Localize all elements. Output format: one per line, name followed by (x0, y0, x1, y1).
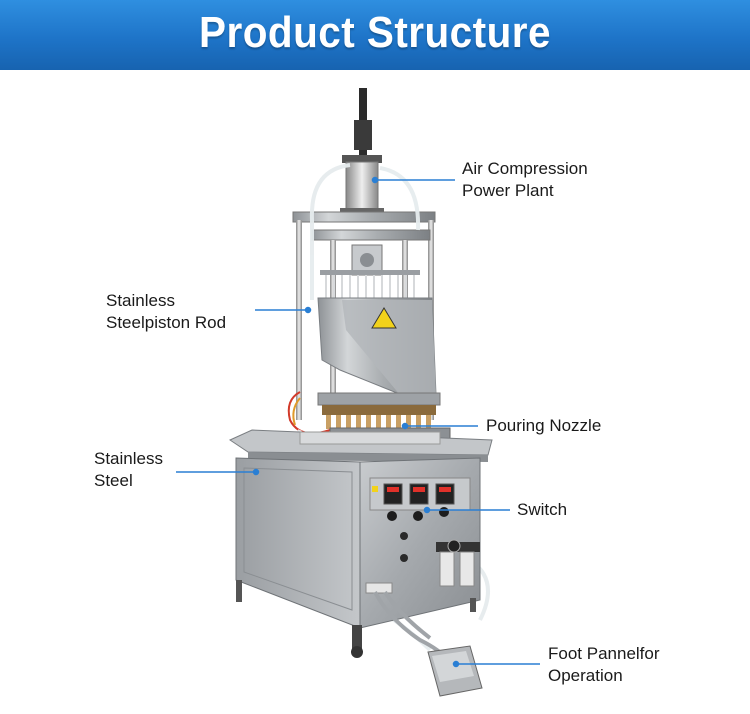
label-air-compression: Air Compression Power Plant (462, 158, 588, 202)
cabinet-foot (236, 580, 242, 602)
control-panel (369, 477, 471, 562)
label-pouring-nozzle: Pouring Nozzle (486, 415, 601, 437)
label-line: Foot Pannelfor (548, 644, 660, 663)
foot-pedal (373, 590, 483, 697)
label-line: Air Compression (462, 159, 588, 178)
label-switch: Switch (517, 499, 567, 521)
label-line: Pouring Nozzle (486, 416, 602, 435)
table-top (228, 429, 493, 462)
title-banner: Product Structure (0, 0, 750, 70)
label-piston-rod: Stainless Steelpiston Rod (106, 290, 226, 334)
warning-icon (371, 307, 397, 329)
label-line: Steel (94, 471, 133, 490)
piston-rods (320, 270, 420, 298)
leader-lines (176, 176, 540, 668)
label-line: Steelpiston Rod (106, 313, 227, 332)
label-line: Switch (517, 500, 568, 519)
air-cylinder (340, 88, 384, 216)
label-line: Operation (548, 666, 623, 685)
warning-icon (372, 486, 378, 492)
pipe-connector (365, 582, 393, 594)
cabinet-foot (470, 598, 476, 612)
label-line: Power Plant (462, 181, 554, 200)
label-line: Stainless (94, 449, 163, 468)
label-foot-panel: Foot Pannelfor Operation (548, 643, 660, 687)
cabinet-foot (352, 625, 362, 651)
switch-knob (439, 507, 449, 517)
switch-knob (413, 511, 423, 521)
label-stainless-steel: Stainless Steel (94, 448, 163, 492)
cylinder-handle (354, 120, 372, 150)
air-filter-regulator (436, 539, 480, 587)
switch-knob (387, 511, 397, 521)
hopper (317, 297, 441, 406)
page-title: Product Structure (199, 8, 551, 57)
label-line: Stainless (106, 291, 175, 310)
